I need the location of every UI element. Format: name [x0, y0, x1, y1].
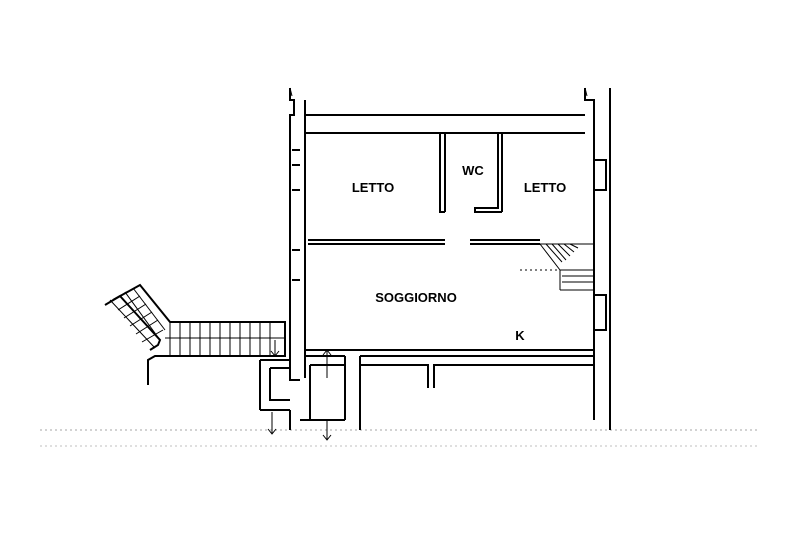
room-label-wc: WC [462, 163, 484, 178]
arrow-down-icon [267, 412, 277, 435]
room-label-letto-right: LETTO [524, 180, 566, 195]
external-staircase [104, 283, 286, 385]
room-label-soggiorno: SOGGIORNO [375, 290, 457, 305]
internal-staircase [520, 243, 594, 291]
lower-corridor [259, 356, 594, 430]
arrow-down-icon [322, 420, 332, 441]
arrow-up-icon [322, 349, 332, 378]
exterior-walls [289, 87, 611, 430]
property-boundary [40, 429, 760, 447]
room-label-letto-left: LETTO [352, 180, 394, 195]
interior-walls [305, 133, 594, 357]
room-label-kitchen: K [515, 328, 525, 343]
arrow-down-icon [270, 340, 280, 357]
